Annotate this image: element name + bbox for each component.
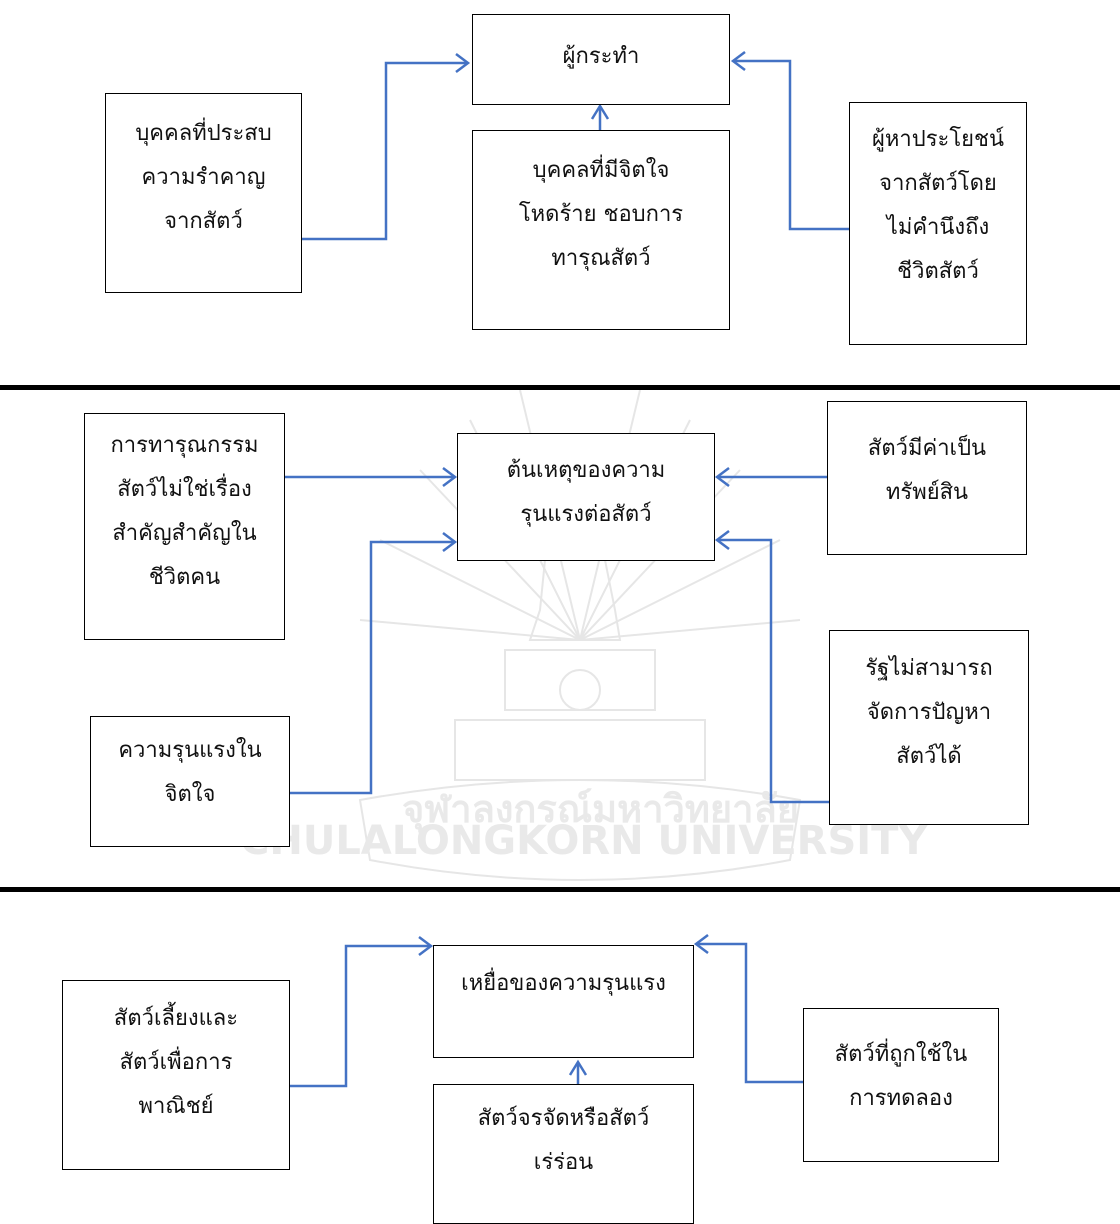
s2-left-top-label-2: สัตว์ไม่ใช่เรื่อง [117,477,252,502]
s2-left-top-box: การทารุณกรรม สัตว์ไม่ใช่เรื่อง สำคัญสำคั… [84,413,285,640]
s2-left-bottom-box: ความรุนแรงใน จิตใจ [90,716,290,847]
connector-s1-right-arrowhead [730,51,746,71]
s2-left-top-label-3: สำคัญสำคัญใน [112,521,257,546]
s3-right-label-2: การทดลอง [849,1086,953,1111]
connector-s3-right-head [693,934,709,954]
s3-left-label-2: สัตว์เพื่อการ [119,1050,233,1075]
watermark-thai-name: จุฬาลงกรณ์มหาวิทยาลัย [402,787,800,831]
connector-s3-bottom-head [568,1059,588,1076]
s2-right-bottom-label-1: รัฐไม่สามารถ [865,656,993,681]
connector-s1-right [733,59,849,231]
s1-center-box: ผู้กระทำ [472,14,730,105]
connector-s3-left-path [290,944,431,1088]
s3-bottom-box: สัตว์จรจัดหรือสัตว์ เร่ร่อน [433,1084,694,1224]
s1-right-label-4: ชีวิตสัตว์ [897,259,979,284]
s2-left-bottom-label-1: ความรุนแรงใน [118,738,262,763]
connector-s3-left-head [418,936,434,956]
s1-bottom-box: บุคคลที่มีจิตใจ โหดร้าย ชอบการ ทารุณสัตว… [472,130,730,330]
s2-left-top-label-1: การทารุณกรรม [110,433,259,458]
connector-s1-left [302,61,468,241]
s2-right-bottom-label-3: สัตว์ได้ [896,744,962,769]
s3-center-label-1: เหยื่อของความรุนแรง [461,971,666,996]
s1-left-box: บุคคลที่ประสบ ความรำคาญ จากสัตว์ [105,93,302,293]
s2-center-label-2: รุนแรงต่อสัตว์ [520,502,652,527]
s2-left-bottom-label-2: จิตใจ [164,782,216,807]
connector-s2-left-bottom-arrowhead [442,532,458,552]
connector-s2-left-top-arrowhead [442,467,458,487]
s3-right-label-1: สัตว์ที่ถูกใช้ใน [834,1042,968,1067]
s1-right-box: ผู้หาประโยชน์ จากสัตว์โดย ไม่คำนึงถึง ชี… [849,102,1027,345]
connector-s2-right-top-arrowhead [714,467,730,487]
s1-right-label-2: จากสัตว์โดย [879,171,997,196]
s1-right-label-1: ผู้หาประโยชน์ [871,127,1005,152]
s3-left-label-3: พาณิชย์ [138,1094,214,1119]
s3-bottom-label-2: เร่ร่อน [533,1150,594,1175]
s2-right-top-box: สัตว์มีค่าเป็น ทรัพย์สิน [827,401,1027,555]
s1-center-label-1: ผู้กระทำ [562,44,640,69]
section-divider-1 [0,385,1120,390]
s3-left-label-1: สัตว์เลี้ยงและ [113,1006,239,1031]
s2-right-top-label-2: ทรัพย์สิน [885,480,969,505]
s1-bottom-label-3: ทารุณสัตว์ [551,246,651,271]
watermark-english-name: CHULALONGKORN UNIVERSITY [240,818,928,864]
connector-s1-left-arrowhead [455,53,471,73]
s2-right-bottom-label-2: จัดการปัญหา [866,700,992,725]
s2-center-label-1: ต้นเหตุของความ [506,458,666,483]
s2-left-top-label-4: ชีวิตคน [148,565,221,590]
connector-s2-right-bottom-arrowhead [714,530,730,550]
connector-s1-bottom-arrowhead [590,103,610,120]
s1-bottom-label-1: บุคคลที่มีจิตใจ [532,158,670,183]
s2-center-box: ต้นเหตุของความ รุนแรงต่อสัตว์ [457,433,715,561]
s3-right-box: สัตว์ที่ถูกใช้ใน การทดลอง [803,1008,999,1162]
section-divider-2 [0,887,1120,892]
s1-left-label-2: ความรำคาญ [141,165,266,190]
s1-bottom-label-2: โหดร้าย ชอบการ [518,202,684,227]
connector-s2-right-bottom [717,538,829,804]
s3-victims-box: เหยื่อของความรุนแรง [433,945,694,1058]
connector-s3-right-path [696,942,803,1084]
s3-bottom-label-1: สัตว์จรจัดหรือสัตว์ [477,1106,650,1131]
s1-right-label-3: ไม่คำนึงถึง [886,215,990,240]
s3-left-box: สัตว์เลี้ยงและ สัตว์เพื่อการ พาณิชย์ [62,980,290,1170]
connector-s2-left-bottom [290,540,455,795]
s2-right-top-label-1: สัตว์มีค่าเป็น [867,436,987,461]
s1-left-label-1: บุคคลที่ประสบ [135,121,272,146]
s2-right-bottom-box: รัฐไม่สามารถ จัดการปัญหา สัตว์ได้ [829,630,1029,825]
s1-left-label-3: จากสัตว์ [164,209,243,234]
